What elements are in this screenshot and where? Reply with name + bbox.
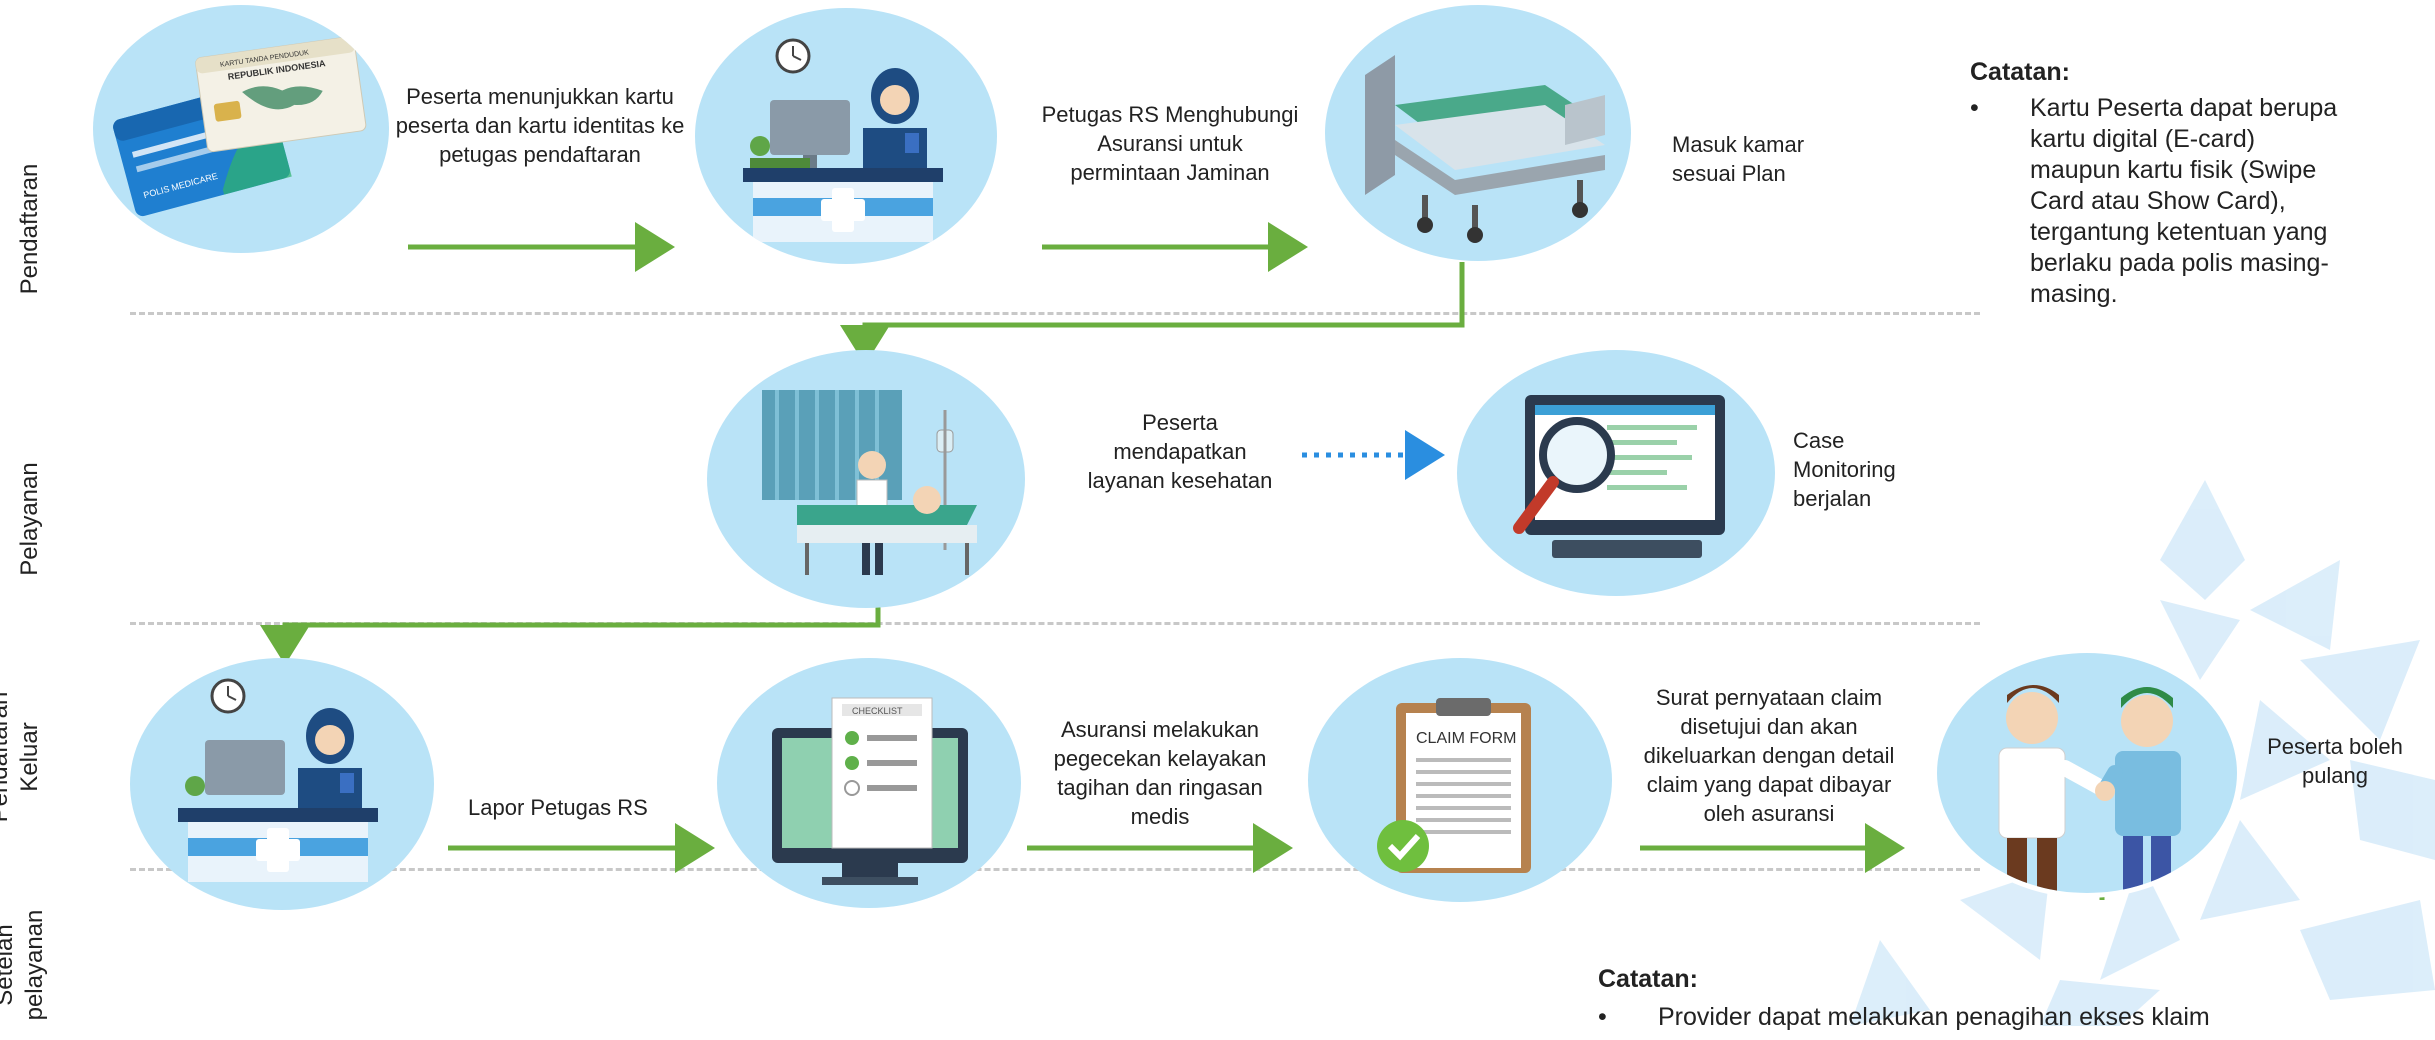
- note-bottom: Catatan: Provider dapat melakukan penagi…: [1598, 965, 2418, 1033]
- handshake-illustration: [1932, 648, 2242, 898]
- step-go-home-text: Peserta boleh pulang: [2267, 734, 2403, 788]
- step-report-text: Lapor Petugas RS: [468, 795, 648, 820]
- note-top: Catatan: Kartu Peserta dapat berupa kart…: [1970, 58, 2420, 310]
- step-care-text: Peserta mendapatkan layanan kesehatan: [1087, 410, 1273, 493]
- note-bottom-title: Catatan:: [1598, 965, 1699, 993]
- receptionist-illustration: [695, 8, 997, 264]
- arrow-3: [840, 262, 1465, 365]
- arrow-4: [260, 598, 881, 665]
- step-approval-text: Surat pernyataan claim disetujui dan aka…: [1643, 685, 1895, 826]
- step-room-text: Masuk kamar sesuai Plan: [1672, 132, 1805, 186]
- checklist-illustration: CHECKLIST: [717, 658, 1021, 908]
- receptionist-exit-illustration: [130, 658, 434, 910]
- note-top-line: Kartu Peserta dapat berupa: [2030, 94, 2338, 122]
- note-top-title: Catatan:: [1970, 58, 2071, 86]
- note-bottom-item: Provider dapat melakukan penagihan ekses…: [1598, 1002, 2418, 1033]
- step-show-card-text: Peserta menunjukkan kartu peserta dan ka…: [395, 84, 685, 167]
- note-top-item: Kartu Peserta dapat berupa kartu digital…: [1970, 93, 2420, 310]
- note-top-list: Kartu Peserta dapat berupa kartu digital…: [1970, 93, 2420, 310]
- note-top-line: tergantung ketentuan yang: [2030, 218, 2328, 246]
- note-top-line: berlaku pada polis masing-: [2030, 249, 2329, 277]
- doctor-patient-illustration: [707, 350, 1025, 608]
- lane-divider: [130, 868, 1980, 871]
- svg-text:CLAIM FORM: CLAIM FORM: [1416, 730, 1516, 747]
- claim-form-illustration: CLAIM FORM: [1308, 658, 1612, 902]
- svg-text:CHECKLIST: CHECKLIST: [852, 706, 903, 716]
- note-bottom-list: Provider dapat melakukan penagihan ekses…: [1598, 1002, 2418, 1033]
- note-top-line: masing.: [2030, 280, 2118, 308]
- lane-divider: [130, 312, 1980, 315]
- id-card-illustration: POLIS MEDICARE KARTU TANDA PENDUDUK REPU…: [93, 5, 389, 253]
- note-top-line: maupun kartu fisik (Swipe: [2030, 156, 2317, 184]
- monitoring-illustration: [1457, 350, 1775, 596]
- step-monitoring-text: Case Monitoring berjalan: [1793, 428, 1896, 511]
- note-top-line: Card atau Show Card),: [2030, 187, 2286, 215]
- step-contact-insurer-text: Petugas RS Menghubungi Asuransi untuk pe…: [1041, 102, 1299, 185]
- note-top-line: kartu digital (E-card): [2030, 125, 2256, 153]
- lane-divider: [130, 622, 1980, 625]
- hospital-bed-illustration: [1325, 5, 1631, 261]
- step-check-text: Asuransi melakukan pegecekan kelayakan t…: [1053, 717, 1267, 829]
